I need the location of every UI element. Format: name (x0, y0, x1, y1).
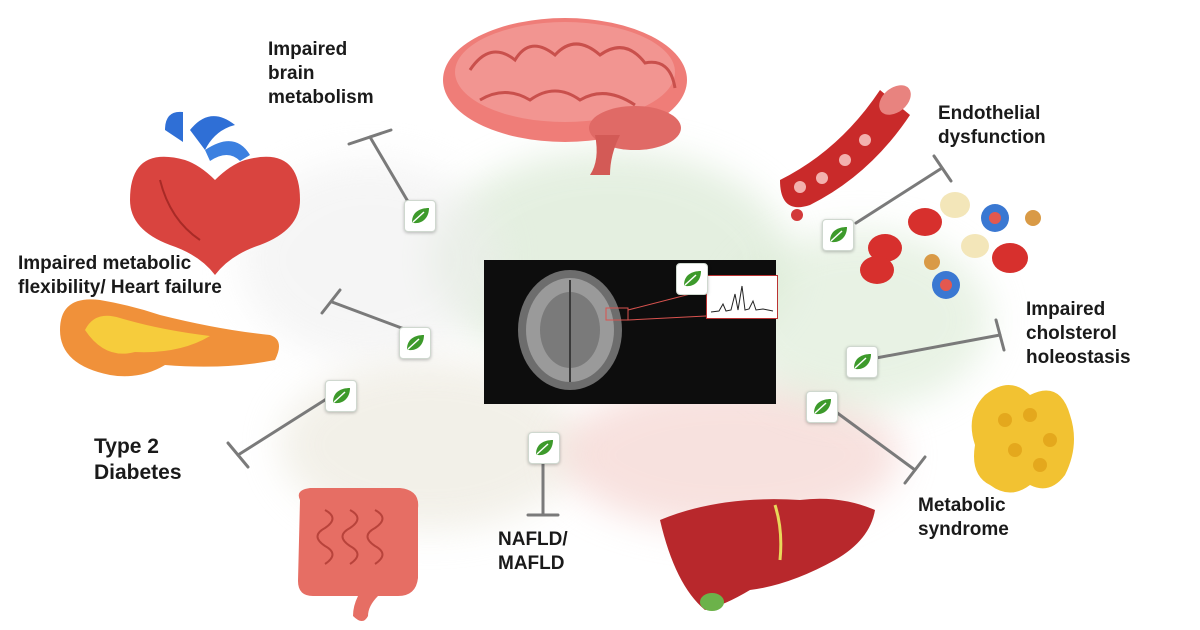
diabetes-inhibit-bar (226, 441, 250, 469)
brain-inhibit-bar (347, 128, 393, 146)
leaf-icon (676, 263, 708, 295)
diabetes-inhibit-line (236, 396, 330, 457)
leaf-icon (846, 346, 878, 378)
intestine-icon (298, 488, 419, 621)
leaf-icon (822, 219, 854, 251)
endothelial-inhibit-bar (932, 154, 953, 183)
endothelial-inhibit-line (854, 166, 944, 225)
spectrum-plot (706, 275, 778, 319)
leaf-icon (404, 200, 436, 232)
leaf-icon (806, 391, 838, 423)
liver-icon (660, 498, 875, 611)
blood-cells-icon (860, 192, 1041, 299)
label-impaired-cholesterol-homeostasis: Impaired cholsterol holeostasis (1026, 299, 1131, 368)
leaf-icon (399, 327, 431, 359)
label-impaired-brain-metabolism: Impaired brain metabolism (268, 39, 374, 108)
metabolic-inhibit-bar (903, 455, 927, 485)
adipose-tissue-icon (971, 385, 1074, 493)
blood-vessel-icon (780, 85, 911, 221)
mri-brain-scan (484, 260, 776, 404)
heart-inhibit-bar (320, 288, 342, 315)
inhibition-lines (226, 128, 1006, 517)
heart-icon (130, 111, 300, 275)
label-impaired-metabolic-flexibility: Impaired metabolic flexibility/ Heart fa… (18, 253, 222, 298)
brain-inhibit-line (368, 135, 412, 207)
leaf-icon (325, 380, 357, 412)
brain-icon (443, 18, 687, 175)
pancreas-icon (60, 299, 279, 377)
label-type-2-diabetes: Type 2 Diabetes (94, 435, 182, 485)
cholesterol-inhibit-bar (994, 318, 1006, 352)
cholesterol-inhibit-line (874, 333, 1002, 360)
label-endothelial-dysfunction: Endothelial dysfunction (938, 103, 1046, 148)
label-nafld-mafld: NAFLD/ MAFLD (498, 529, 568, 574)
leaf-icon (528, 432, 560, 464)
metabolic-inhibit-line (834, 410, 917, 472)
label-metabolic-syndrome: Metabolic syndrome (918, 495, 1009, 540)
